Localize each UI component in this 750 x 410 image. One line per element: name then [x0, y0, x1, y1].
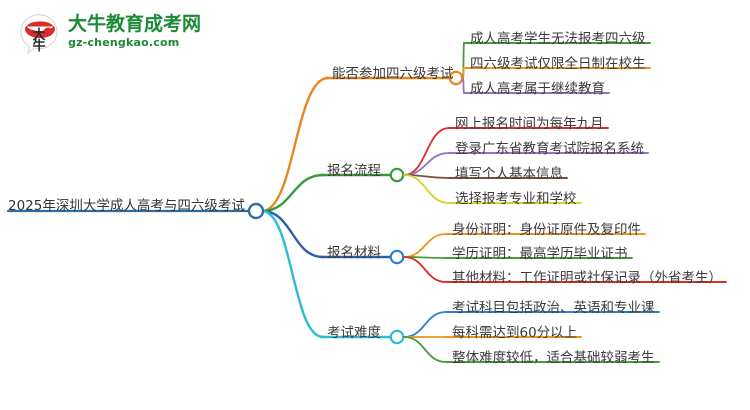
leaf-label-1-3[interactable]: 成人高考属于继续教育 — [470, 80, 605, 97]
leaf-label-2-1[interactable]: 网上报名时间为每年九月 — [455, 115, 604, 132]
leaf-label-4-1[interactable]: 考试科目包括政治、英语和专业课 — [452, 299, 655, 316]
leaf-connector — [403, 127, 450, 176]
logo-text: 大牛教育成考网 gz-chengkao.com — [68, 13, 228, 50]
logo-site-name: 大牛教育成考网 — [68, 13, 202, 35]
site-logo[interactable]: 大 牛 大牛教育成考网 gz-chengkao.com — [18, 10, 228, 58]
svg-text:大: 大 — [32, 27, 45, 43]
branch-label-1[interactable]: 能否参加四六级考试 — [332, 65, 454, 82]
leaf-label-2-2[interactable]: 登录广东省教育考试院报名系统 — [455, 140, 644, 157]
root-node-label[interactable]: 2025年深圳大学成人高考与四六级考试 — [8, 197, 245, 214]
logo-domain: gz-chengkao.com — [68, 36, 180, 49]
branch-node-circle — [389, 167, 405, 183]
leaf-label-3-3[interactable]: 其他材料：工作证明或社保记录（外省考生） — [452, 269, 722, 286]
leaf-connector — [403, 152, 450, 176]
leaf-connector — [403, 336, 447, 363]
leaf-connector — [403, 233, 447, 258]
branch-connector — [260, 209, 325, 259]
leaf-label-1-1[interactable]: 成人高考学生无法报考四六级 — [470, 30, 646, 47]
leaf-connector — [462, 77, 465, 94]
branch-label-2[interactable]: 报名流程 — [327, 162, 381, 179]
leaf-connector — [462, 67, 465, 79]
branch-connector — [260, 173, 325, 213]
leaf-label-4-3[interactable]: 整体难度较低，适合基础较弱考生 — [452, 349, 655, 366]
branch-label-4[interactable]: 考试难度 — [327, 324, 381, 341]
daniu-bull-logo-icon: 大 牛 — [18, 12, 62, 56]
leaf-connector — [403, 256, 447, 283]
branch-connector — [260, 209, 325, 339]
leaf-connector — [403, 174, 450, 204]
branch-connector — [260, 76, 330, 213]
branch-label-3[interactable]: 报名材料 — [327, 244, 381, 261]
svg-text:牛: 牛 — [32, 38, 45, 54]
root-node-circle — [247, 202, 265, 220]
leaf-label-2-3[interactable]: 填写个人基本信息 — [455, 165, 563, 182]
leaf-label-3-2[interactable]: 学历证明：最高学历毕业证书 — [452, 245, 628, 262]
leaf-connector — [403, 311, 447, 338]
leaf-label-4-2[interactable]: 每科需达到60分以上 — [452, 324, 578, 341]
branch-node-circle — [389, 249, 405, 265]
leaf-label-1-2[interactable]: 四六级考试仅限全日制在校生 — [470, 55, 646, 72]
branch-node-circle — [389, 329, 405, 345]
leaf-label-3-1[interactable]: 身份证明：身份证原件及复印件 — [452, 221, 641, 238]
leaf-label-2-4[interactable]: 选择报考专业和学校 — [455, 190, 577, 207]
